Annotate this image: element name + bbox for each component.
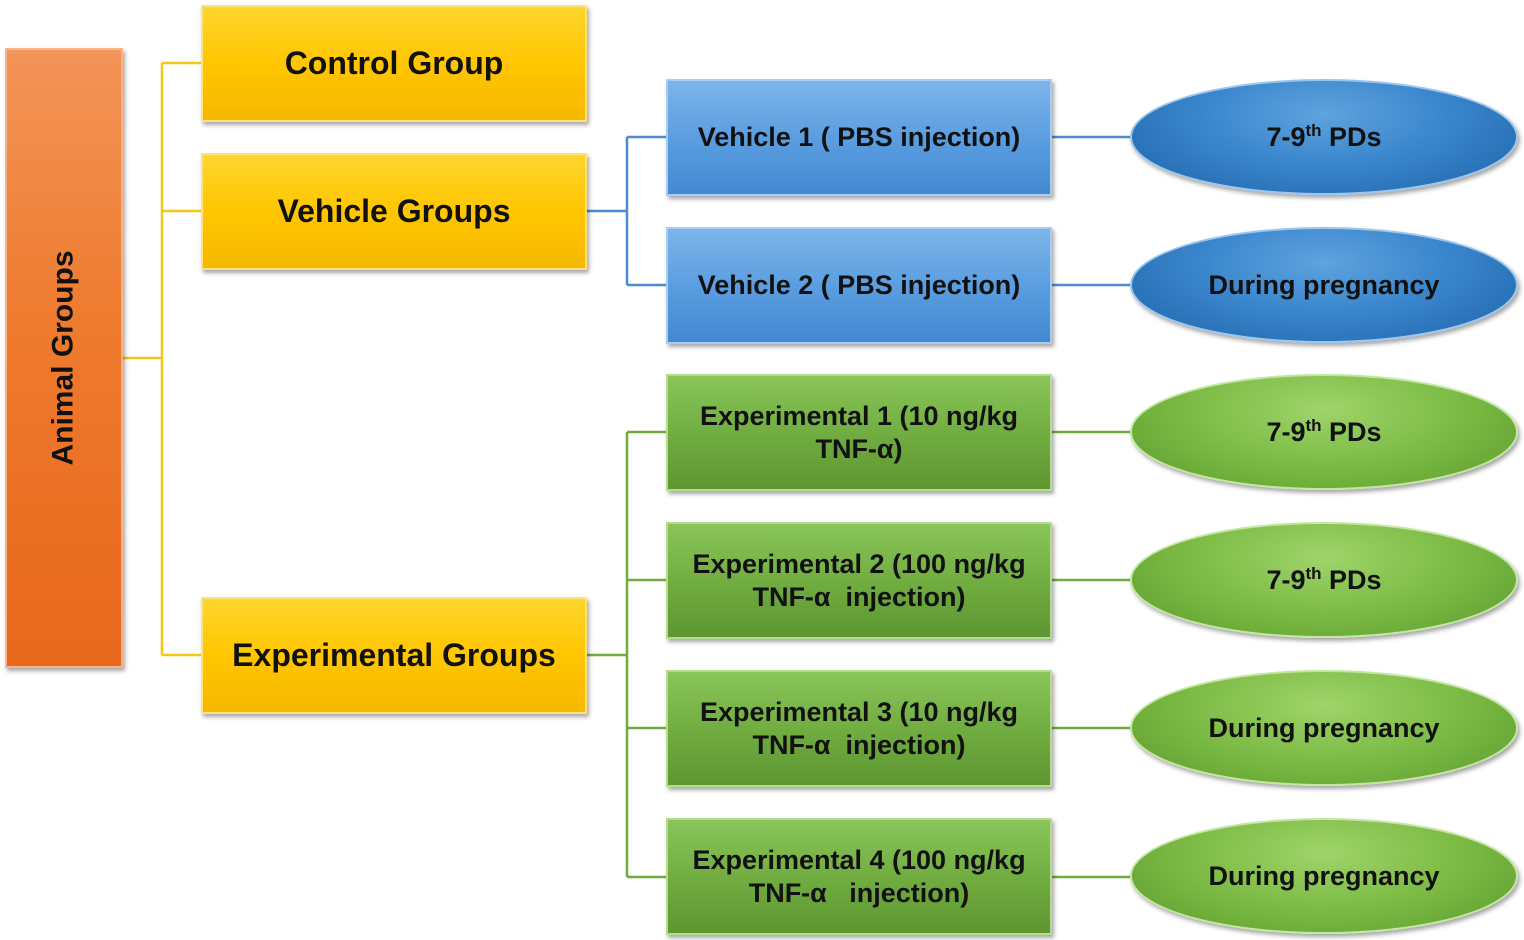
experimental-groups-node: Experimental Groups: [201, 597, 587, 714]
vehicle-1-timing-text: 7-9th PDs: [1266, 120, 1382, 152]
vehicle-1-node: Vehicle 1 ( PBS injection): [666, 79, 1052, 196]
experimental-3-line1: Experimental 3 (10 ng/kg: [699, 697, 1019, 728]
experimental-4-node: Experimental 4 (100 ng/kg TNF-α injectio…: [666, 818, 1052, 935]
vehicle-groups-node: Vehicle Groups: [201, 153, 587, 270]
vehicle-2-node: Vehicle 2 ( PBS injection): [666, 227, 1052, 344]
experimental-1-node: Experimental 1 (10 ng/kg TNF-α): [666, 374, 1052, 491]
control-group-node: Control Group: [201, 5, 587, 122]
experimental-4-line2: TNF-α injection): [748, 877, 970, 908]
experimental-3-timing-ellipse: During pregnancy: [1130, 670, 1518, 786]
animal-groups-label: Animal Groups: [47, 250, 80, 466]
experimental-1-line1: Experimental 1 (10 ng/kg: [699, 401, 1019, 432]
experimental-1-line2: TNF-α): [815, 433, 903, 464]
experimental-2-line1: Experimental 2 (100 ng/kg: [692, 549, 1026, 580]
experimental-2-timing-ellipse: 7-9th PDs: [1130, 522, 1518, 638]
experimental-3-line2: TNF-α injection): [752, 729, 966, 760]
experimental-3-node: Experimental 3 (10 ng/kg TNF-α injection…: [666, 670, 1052, 787]
experimental-2-node: Experimental 2 (100 ng/kg TNF-α injectio…: [666, 522, 1052, 639]
vehicle-1-timing-ellipse: 7-9th PDs: [1130, 79, 1518, 195]
vehicle-2-timing-ellipse: During pregnancy: [1130, 227, 1518, 343]
animal-groups-node: Animal Groups: [5, 48, 123, 668]
experimental-4-timing-ellipse: During pregnancy: [1130, 818, 1518, 934]
experimental-4-line1: Experimental 4 (100 ng/kg: [692, 845, 1026, 876]
experimental-2-timing-text: 7-9th PDs: [1266, 563, 1382, 595]
experimental-1-timing-text: 7-9th PDs: [1266, 415, 1382, 447]
experimental-2-line2: TNF-α injection): [752, 581, 966, 612]
experimental-1-timing-ellipse: 7-9th PDs: [1130, 374, 1518, 490]
